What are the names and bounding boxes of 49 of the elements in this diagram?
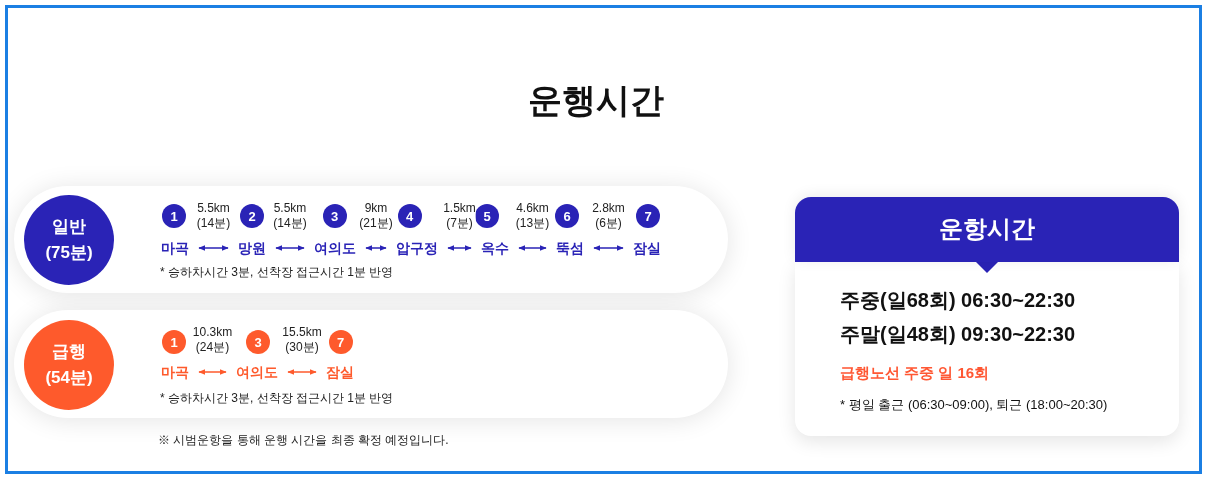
- distance-label: 9km (21분): [359, 201, 393, 231]
- station-name: 옥수: [471, 239, 519, 257]
- stop-number: 3: [322, 204, 347, 228]
- stop-number: 1: [162, 204, 186, 228]
- schedule-text: 주말(일48회) 09:30~22:30: [840, 322, 1076, 346]
- schedule-text: * 평일 출근 (06:30~09:00), 퇴근 (18:00~20:30): [840, 396, 1108, 414]
- station-name: 망원: [228, 239, 276, 257]
- station-name: 여의도: [226, 363, 288, 381]
- distance-label: 5.5km (14분): [273, 201, 307, 231]
- distance-label: 15.5km (30분): [282, 325, 322, 355]
- station-name: 잠실: [623, 239, 671, 257]
- double-arrow: [593, 245, 624, 251]
- note-text: * 승하차시간 3분, 선착장 접근시간 1분 반영: [160, 265, 394, 280]
- stop-number: 2: [240, 204, 264, 228]
- double-arrow: [518, 245, 547, 251]
- stop-number: 7: [328, 330, 353, 354]
- station-name: 여의도: [304, 239, 366, 257]
- route-label: 급행 (54분): [45, 341, 93, 389]
- station-name: 압구정: [386, 239, 448, 257]
- station-name: 뚝섬: [546, 239, 594, 257]
- card-header: [795, 197, 1179, 262]
- stop-number: 6: [555, 204, 579, 228]
- card-title: 운항시간: [939, 214, 1035, 244]
- distance-label: 2.8km (6분): [592, 201, 625, 231]
- double-arrow: [287, 369, 317, 375]
- double-arrow: [447, 245, 472, 251]
- stop-number: 4: [397, 204, 422, 228]
- distance-label: 10.3km (24분): [192, 325, 233, 355]
- station-name: 마곡: [151, 239, 199, 257]
- stop-number: 5: [475, 204, 499, 228]
- info-card: [795, 262, 1179, 436]
- stop-number: 7: [636, 204, 660, 228]
- distance-label: 1.5km (7분): [443, 201, 476, 231]
- stop-number: 3: [246, 330, 270, 354]
- schedule-text: 급행노선 주중 일 16회: [840, 363, 990, 383]
- stop-number: 1: [162, 330, 186, 354]
- schedule-text: 주중(일68회) 06:30~22:30: [840, 288, 1076, 312]
- station-name: 마곡: [151, 363, 199, 381]
- note-text: * 승하차시간 3분, 선착장 접근시간 1분 반영: [160, 391, 394, 406]
- distance-label: 4.6km (13분): [515, 201, 550, 231]
- distance-label: 5.5km (14분): [196, 201, 231, 231]
- double-arrow: [198, 369, 227, 375]
- route-label: 일반 (75분): [45, 216, 93, 264]
- double-arrow: [275, 245, 305, 251]
- footnote: ※ 시범운항을 통해 운행 시간을 최종 확정 예정입니다.: [158, 432, 449, 448]
- station-name: 잠실: [316, 363, 364, 381]
- double-arrow: [365, 245, 387, 251]
- double-arrow: [198, 245, 229, 251]
- page-title: 운행시간: [528, 80, 664, 121]
